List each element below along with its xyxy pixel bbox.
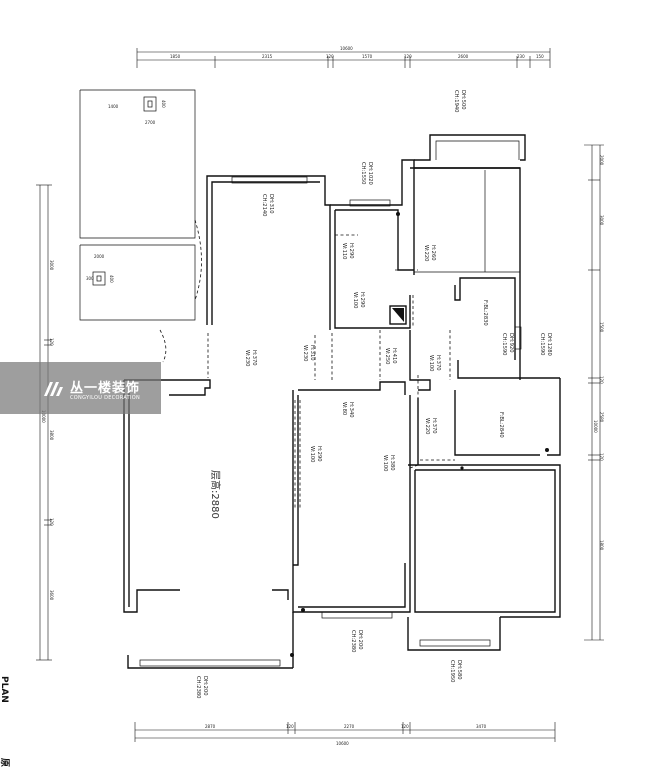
dim-right: 2000 3000 1500 120 2580 120 1800 10000: [584, 144, 604, 641]
dim-top-seg: 1570: [362, 54, 373, 59]
opening-label: DH:500: [460, 90, 466, 110]
logo-name-cn: 丛一楼装饰: [70, 381, 141, 396]
door-label: W:100: [428, 355, 434, 371]
opening-label: CH:2380: [350, 630, 356, 652]
dim-top-total: 10600: [340, 46, 353, 51]
opening-labels: CH:1940 DH:500 CH:1550 DH:1020 CH:2140 D…: [195, 90, 552, 698]
door-labels: H:290 W:110 H:290 W:100 H:260 W:220 H:37…: [244, 243, 441, 471]
dim-left-seg: 120: [49, 518, 54, 526]
opening-label: DH:580: [456, 660, 462, 680]
fixture-dot-icon: [301, 608, 305, 612]
opening-label: CH:2380: [195, 676, 201, 698]
shower-icon: [389, 305, 407, 325]
fixture-dot-icon: [396, 212, 400, 216]
dim-right-seg: 1800: [599, 540, 604, 551]
dim-left: 3000 120 3800 120 3600 10000: [36, 184, 54, 661]
fixture-dot-icon: [290, 653, 294, 657]
room-height-label: F:BL:2840: [498, 412, 504, 438]
logo-icon: [44, 382, 63, 396]
dim-right-total: 10000: [593, 420, 598, 433]
small-dim: 2700: [145, 120, 156, 125]
dim-left-seg: 3800: [49, 430, 54, 441]
door-label: H:370: [435, 355, 441, 371]
door-label: W:220: [424, 418, 430, 434]
door-label: H:370: [251, 350, 257, 366]
dim-left-seg: 120: [49, 338, 54, 346]
small-dim: 300: [86, 276, 94, 281]
opening-label: DH:200: [202, 676, 208, 696]
door-label: W:80: [341, 402, 347, 415]
door-label: H:340: [348, 402, 354, 418]
fixture-dot-icon: [545, 448, 549, 452]
door-label: W:250: [384, 348, 390, 364]
dim-left-seg: 3000: [49, 260, 54, 271]
outdoor-area: 1400 400 2700 400 300 2000: [79, 89, 202, 363]
opening-label: CH:2140: [261, 194, 267, 216]
dim-bottom-seg: 2270: [344, 724, 355, 729]
opening-label: CH:1590: [501, 333, 507, 355]
opening-label: DH:1020: [367, 162, 373, 185]
walls: [123, 134, 561, 669]
opening-label: CH:1950: [449, 660, 455, 682]
dim-bottom-total: 10600: [336, 741, 349, 746]
fixture-dot-icon: [460, 466, 464, 470]
dim-bottom-seg: 3470: [476, 724, 487, 729]
dim-top-seg: 2315: [262, 54, 273, 59]
dim-bottom: 2870 120 2270 120 3470 10600: [134, 722, 556, 746]
dim-left-total: 10000: [41, 410, 46, 423]
logo-name-en: CONGYILOU DECORATION: [70, 395, 141, 401]
small-dim: 400: [109, 275, 114, 283]
dim-right-seg: 120: [599, 453, 604, 461]
opening-label: DH:310: [268, 194, 274, 214]
door-label: W:100: [309, 446, 315, 462]
opening-label: CH:1550: [360, 162, 366, 184]
small-dim: 400: [161, 100, 166, 108]
watermark-logo: [0, 362, 161, 414]
door-label: W:110: [341, 243, 347, 259]
dim-top-seg: 120: [404, 54, 412, 59]
door-label: H:310: [309, 345, 315, 361]
door-label: H:290: [348, 243, 354, 259]
dim-top-seg: 1850: [170, 54, 181, 59]
door-label: W:100: [382, 455, 388, 471]
door-label: H:370: [431, 418, 437, 434]
dim-bottom-seg: 120: [401, 724, 409, 729]
dim-right-seg: 2580: [599, 412, 604, 423]
opening-label: CH:1590: [539, 333, 545, 355]
dim-top-seg: 150: [536, 54, 544, 59]
door-label: H:410: [391, 348, 397, 364]
door-label: H:290: [316, 446, 322, 462]
dim-top-seg: 230: [517, 54, 525, 59]
small-dim: 2000: [94, 254, 105, 259]
door-label: W:220: [423, 245, 429, 261]
room-height-label: F:BL:2830: [482, 300, 488, 326]
opening-label: DH:200: [357, 630, 363, 650]
dim-right-seg: 3000: [599, 215, 604, 226]
plan-label: PLAN: [0, 676, 9, 703]
door-label: W:230: [302, 345, 308, 361]
dim-left-seg: 3600: [49, 590, 54, 601]
dim-bottom-seg: 120: [286, 724, 294, 729]
door-label: W:100: [352, 292, 358, 308]
door-label: H:380: [389, 455, 395, 471]
dim-top-seg: 120: [326, 54, 334, 59]
opening-label: DH:1280: [546, 333, 552, 356]
dim-bottom-seg: 2870: [205, 724, 216, 729]
door-openings: [207, 234, 455, 510]
living-room-label: 层高:2880: [209, 470, 222, 519]
opening-label: DH:920: [508, 333, 514, 353]
dim-right-seg: 2000: [599, 155, 604, 166]
small-dim: 1400: [108, 104, 119, 109]
plan-label-cn: 原: [0, 758, 10, 767]
dim-top-seg: 2600: [458, 54, 469, 59]
door-label: W:230: [244, 350, 250, 366]
door-label: H:290: [359, 292, 365, 308]
dim-top: 10600 1850 2315 120 1570 120 2600 230 15…: [136, 46, 551, 68]
dim-right-seg: 120: [599, 376, 604, 384]
door-label: H:260: [430, 245, 436, 261]
dim-right-seg: 1500: [599, 322, 604, 333]
opening-label: CH:1940: [453, 90, 459, 112]
